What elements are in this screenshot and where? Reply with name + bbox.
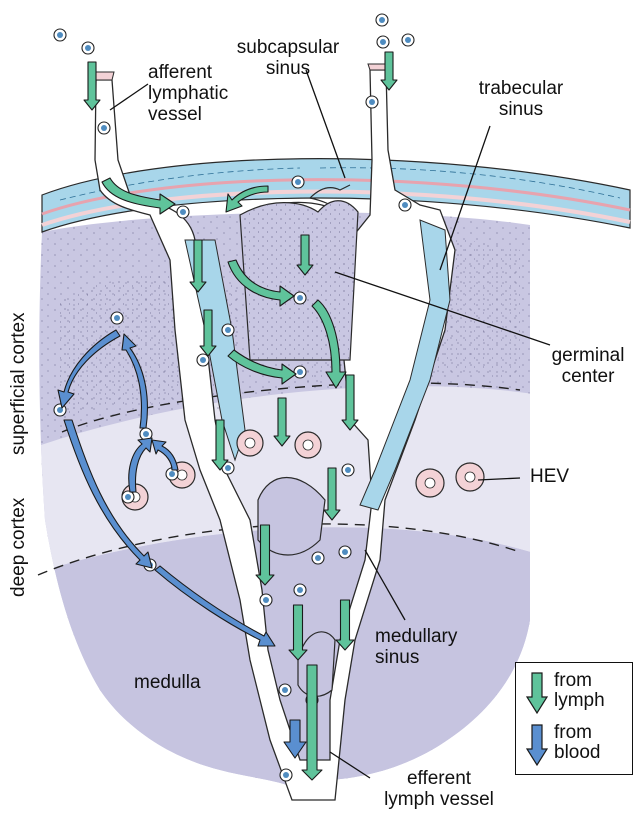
lymphocyte: [399, 199, 411, 211]
legend-lymph-line2: lymph: [554, 691, 605, 711]
lymphocyte: [294, 366, 306, 378]
lymphocyte: [98, 122, 110, 134]
lymphocyte: [402, 34, 414, 46]
legend-blood-line2: blood: [554, 743, 601, 763]
label-superficial-cortex: superficial cortex: [8, 312, 30, 455]
legend-lymph-line1: from: [554, 671, 605, 691]
lymphocyte: [279, 684, 291, 696]
lymphocyte: [280, 769, 292, 781]
lymphocyte: [82, 42, 94, 54]
label-hev: HEV: [530, 466, 569, 487]
lymphocyte: [177, 206, 189, 218]
lymphocyte: [366, 96, 378, 108]
lymphocyte: [122, 491, 134, 503]
lymphocyte: [222, 324, 234, 336]
lymphocyte: [376, 14, 388, 26]
legend-blood-line1: from: [554, 723, 601, 743]
blood-arrow-icon: [526, 723, 548, 767]
lymphocyte: [342, 464, 354, 476]
lymphocyte: [54, 29, 66, 41]
lymphocyte: [292, 176, 304, 188]
lymphocyte: [377, 36, 389, 48]
lymphocyte: [294, 584, 306, 596]
lymphocyte: [260, 594, 272, 606]
leader-afferent: [110, 84, 148, 110]
label-medulla: medulla: [134, 672, 201, 693]
lymphocyte: [339, 546, 351, 558]
lymphocyte: [312, 552, 324, 564]
label-deep-cortex: deep cortex: [8, 498, 30, 597]
lymph-arrow-icon: [526, 671, 548, 715]
lymphocyte: [294, 292, 306, 304]
lymphocyte: [111, 312, 123, 324]
